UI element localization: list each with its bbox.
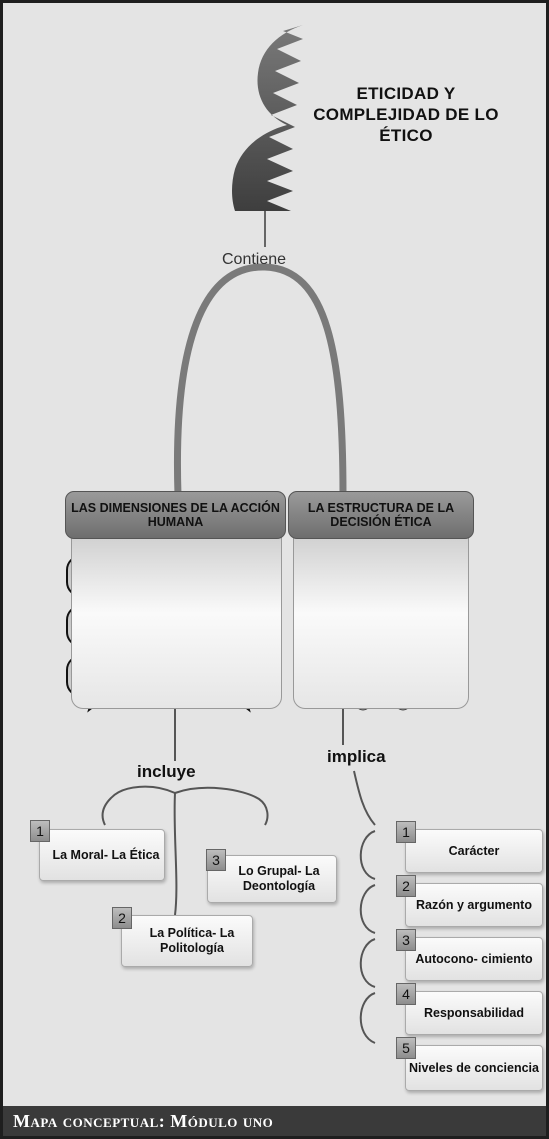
structure-number: 5 [396,1037,416,1059]
structure-label: Responsabilidad [424,1006,524,1021]
contiene-label: Contiene [222,251,286,269]
structure-box-3: Autocono- cimiento [405,937,543,981]
structure-box-2: Razón y argumento [405,883,543,927]
structure-number: 3 [396,929,416,951]
dimension-number: 1 [30,820,50,842]
right-panel-body [293,535,469,709]
left-panel-title: LAS DIMENSIONES DE LA ACCIÓN HUMANA [65,491,286,539]
head-silhouette-icon [232,25,303,247]
structure-label: Carácter [449,844,500,859]
dimension-label: La Moral- La Ética [53,848,160,863]
structure-number: 4 [396,983,416,1005]
implica-label: implica [327,747,386,767]
dimension-label: Lo Grupal- La Deontología [222,864,336,894]
right-panel-title: LA ESTRUCTURA DE LA DECISIÓN ÉTICA [288,491,474,539]
structure-label: Niveles de conciencia [409,1061,539,1076]
dimension-box-1: La Moral- La Ética [39,829,165,881]
footer-caption: Mapa conceptual: Módulo uno [3,1106,546,1136]
left-panel-body [71,535,282,709]
incluye-label: incluye [137,762,196,782]
dimension-box-2: La Política- La Politología [121,915,253,967]
structure-box-4: Responsabilidad [405,991,543,1035]
dimension-number: 3 [206,849,226,871]
dimension-number: 2 [112,907,132,929]
contiene-arch [177,267,343,495]
structure-label: Razón y argumento [416,898,532,913]
dimension-box-3: Lo Grupal- La Deontología [207,855,337,903]
map-title: ETICIDAD Y COMPLEJIDAD DE LO ÉTICO [306,83,506,146]
structure-number: 2 [396,875,416,897]
structure-box-1: Carácter [405,829,543,873]
dimension-label: La Política- La Politología [132,926,252,956]
structure-label: Autocono- cimiento [415,952,532,967]
structure-number: 1 [396,821,416,843]
structure-box-5: Niveles de conciencia [405,1045,543,1091]
